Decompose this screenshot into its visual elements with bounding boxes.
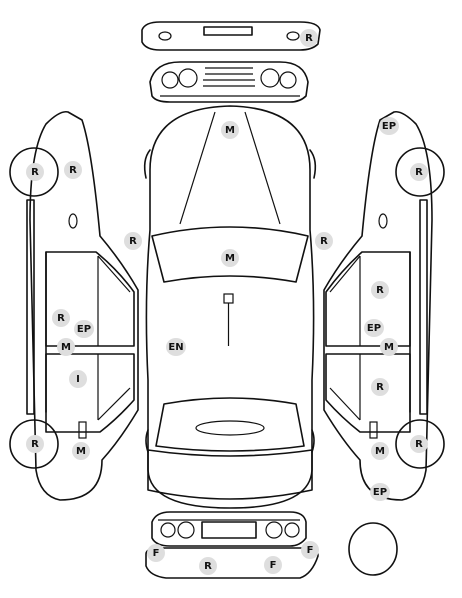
right-side-view [323, 110, 445, 501]
marker-right-front-door-ep[interactable]: EP [364, 319, 384, 337]
marker-left-front-wheel-r[interactable]: R [26, 163, 44, 181]
marker-front-bumper-r[interactable]: R [300, 29, 318, 47]
marker-left-front-door-ep[interactable]: EP [74, 320, 94, 338]
front-bumper-view [141, 21, 321, 51]
marker-rear-bumper-right-f[interactable]: F [301, 541, 319, 559]
front-grille-view [149, 61, 309, 103]
marker-left-rear-wheel-r[interactable]: R [26, 435, 44, 453]
marker-left-front-door-m[interactable]: M [57, 338, 75, 356]
marker-windshield-m[interactable]: M [221, 249, 239, 267]
marker-right-front-wheel-r[interactable]: R [410, 163, 428, 181]
marker-hood-m[interactable]: M [221, 121, 239, 139]
marker-left-front-fender-r[interactable]: R [64, 161, 82, 179]
marker-right-rear-fender-ep[interactable]: EP [370, 483, 390, 501]
marker-left-rear-fender-m[interactable]: M [72, 442, 90, 460]
spare-wheel [348, 522, 398, 576]
marker-left-mirror-r[interactable]: R [124, 232, 142, 250]
marker-right-rear-wheel-r[interactable]: R [410, 435, 428, 453]
marker-right-rear-fender-m[interactable]: M [371, 442, 389, 460]
marker-roof-en[interactable]: EN [166, 338, 186, 356]
marker-right-front-door-m[interactable]: M [380, 338, 398, 356]
marker-rear-bumper-center-f[interactable]: F [264, 556, 282, 574]
car-top-view [143, 105, 317, 509]
marker-rear-bumper-left-f[interactable]: F [147, 544, 165, 562]
rear-tail-view [151, 511, 307, 547]
marker-right-front-fender-ep[interactable]: EP [379, 117, 399, 135]
marker-right-mirror-r[interactable]: R [315, 232, 333, 250]
rear-bumper-view [145, 547, 319, 579]
marker-left-front-door-r[interactable]: R [52, 309, 70, 327]
marker-right-rear-door-r[interactable]: R [371, 378, 389, 396]
marker-right-front-door-r[interactable]: R [371, 281, 389, 299]
marker-rear-bumper-r[interactable]: R [199, 557, 217, 575]
left-side-view [9, 110, 139, 501]
marker-left-rear-door-i[interactable]: I [69, 370, 87, 388]
